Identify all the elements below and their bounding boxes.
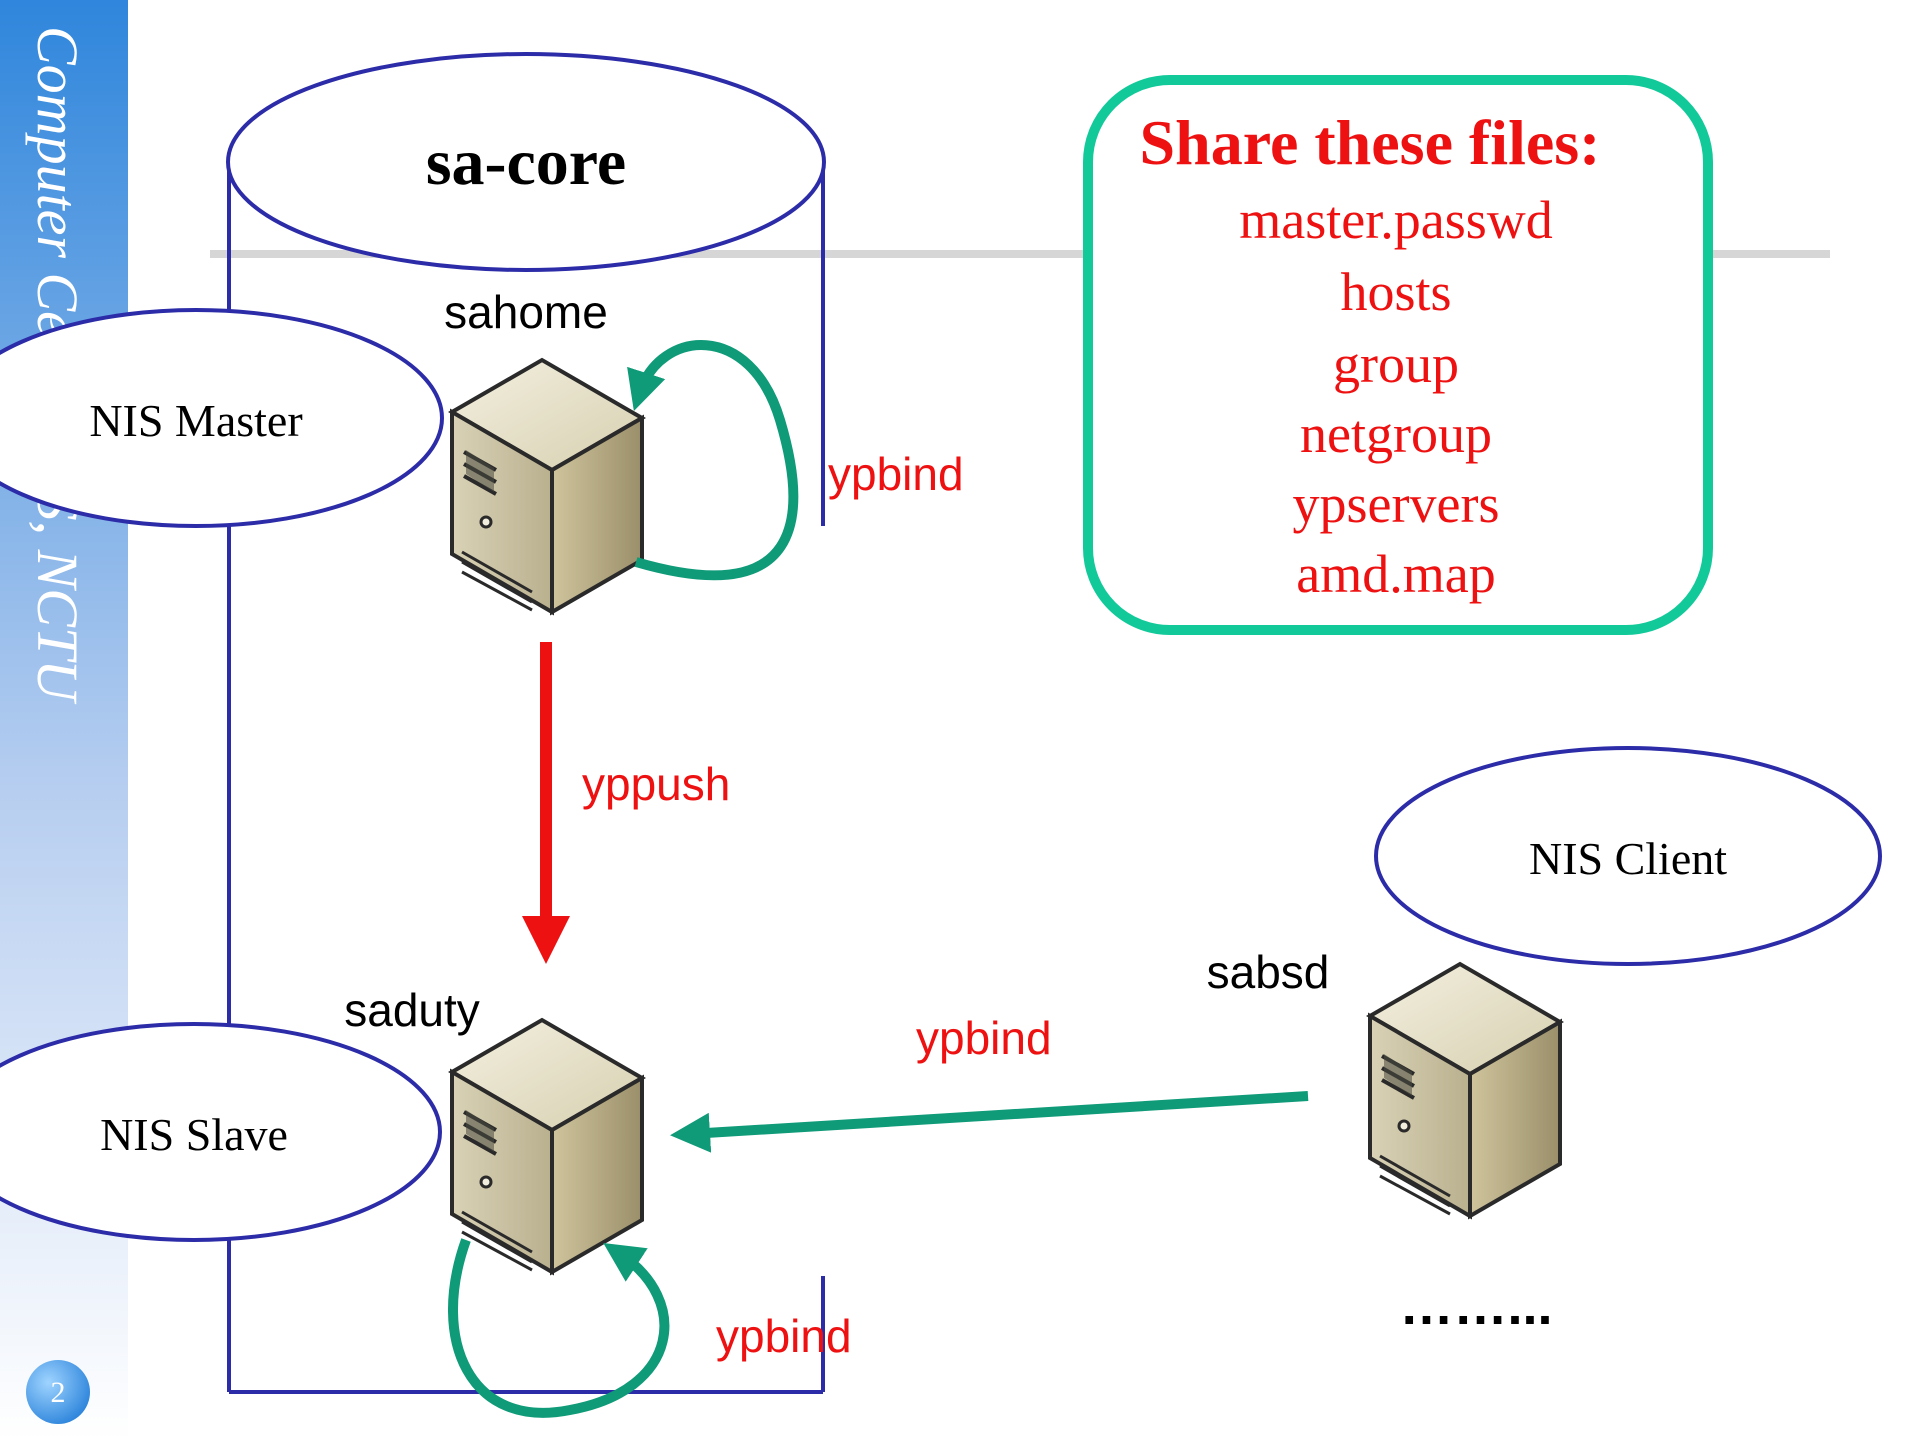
ypbind-loop-master	[627, 340, 799, 581]
sabsd-label: sabsd	[1207, 946, 1330, 998]
saduty-server-icon	[450, 1018, 644, 1274]
share-file-item: group	[1333, 334, 1459, 394]
ypbind-slave-label: ypbind	[716, 1310, 852, 1362]
cylinder-top	[226, 52, 826, 272]
share-file-item: master.passwd	[1239, 190, 1552, 250]
nis-slave-ellipse	[0, 1022, 442, 1242]
share-file-item: hosts	[1340, 262, 1451, 322]
nis-slave-label: NIS Slave	[100, 1109, 288, 1160]
share-files-title: Share these files:	[1140, 107, 1601, 178]
page-number-badge	[26, 1360, 90, 1424]
yppush-label: yppush	[582, 758, 730, 810]
more-hosts-ellipsis: ……...	[1399, 1276, 1552, 1336]
share-file-item: netgroup	[1300, 404, 1492, 464]
page-number: 2	[51, 1376, 66, 1409]
sabsd-server-icon	[1368, 962, 1562, 1218]
nis-master-ellipse	[0, 308, 444, 528]
sahome-label: sahome	[444, 286, 608, 338]
ypbind-loop-slave	[448, 1238, 670, 1418]
share-file-item: ypservers	[1293, 474, 1500, 534]
ypbind-client-arrow	[670, 1091, 1309, 1153]
header-rule	[210, 250, 1830, 258]
ypbind-client-label: ypbind	[916, 1012, 1052, 1064]
share-file-item: amd.map	[1296, 544, 1495, 604]
nis-client-ellipse	[1374, 746, 1882, 966]
sahome-server-icon	[450, 358, 644, 614]
ypbind-master-label: ypbind	[828, 448, 964, 500]
nis-master-label: NIS Master	[89, 395, 302, 446]
share-files-box	[1083, 75, 1713, 635]
nis-client-label: NIS Client	[1529, 833, 1727, 884]
cluster-label: sa-core	[426, 126, 626, 199]
saduty-label: saduty	[344, 984, 480, 1036]
